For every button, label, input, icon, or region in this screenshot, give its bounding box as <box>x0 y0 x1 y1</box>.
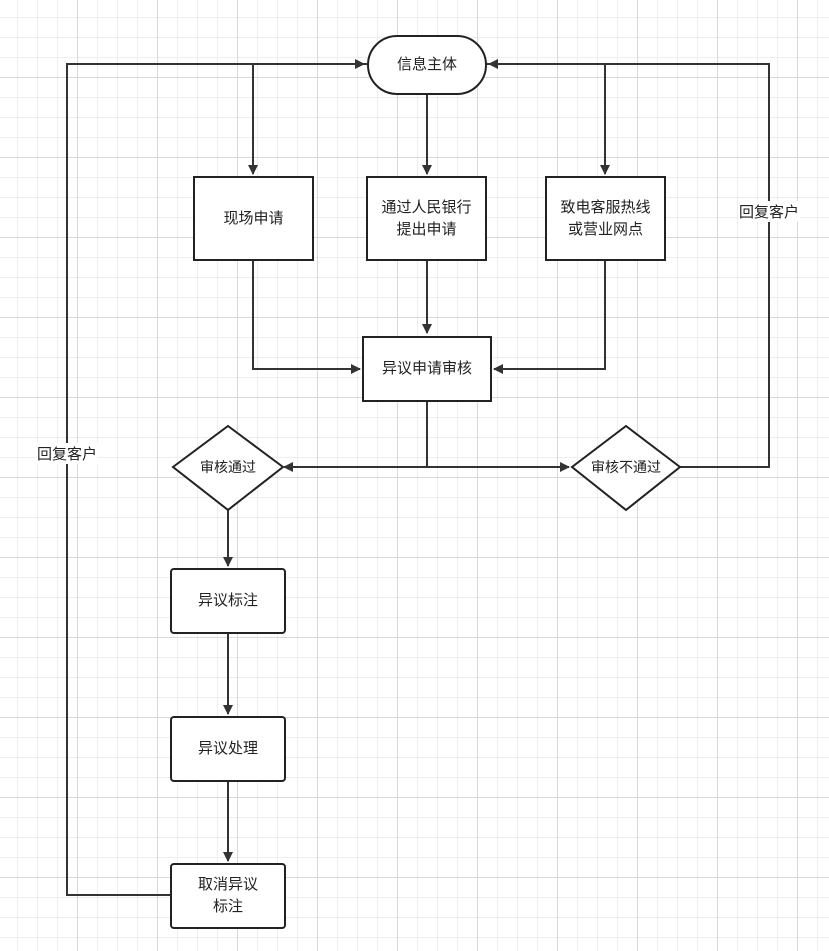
node-review-pass-label[interactable]: 审核通过 <box>200 459 256 475</box>
node-info-subject[interactable]: 信息主体 <box>367 35 487 95</box>
edge-cancel-reply <box>66 59 365 896</box>
node-onsite-apply[interactable]: 现场申请 <box>193 176 314 261</box>
node-dispute-review[interactable]: 异议申请审核 <box>362 336 492 402</box>
edge-fail-reply <box>488 59 770 468</box>
diamond-review-pass <box>171 424 285 512</box>
edge-onsite-to-review <box>252 261 361 374</box>
node-cancel-mark[interactable]: 取消异议 标注 <box>170 863 286 929</box>
edge-label-reply-left: 回复客户 <box>36 443 99 464</box>
diamond-review-fail <box>570 424 682 512</box>
node-hotline-apply[interactable]: 致电客服热线 或营业网点 <box>545 176 666 261</box>
node-review-fail-label[interactable]: 审核不通过 <box>591 459 661 475</box>
edge-hotline-to-review <box>493 261 606 374</box>
node-pboc-apply[interactable]: 通过人民银行 提出申请 <box>366 176 487 261</box>
node-dispute-handle[interactable]: 异议处理 <box>170 716 286 782</box>
node-dispute-mark[interactable]: 异议标注 <box>170 568 286 634</box>
edge-label-reply-right: 回复客户 <box>738 201 801 222</box>
